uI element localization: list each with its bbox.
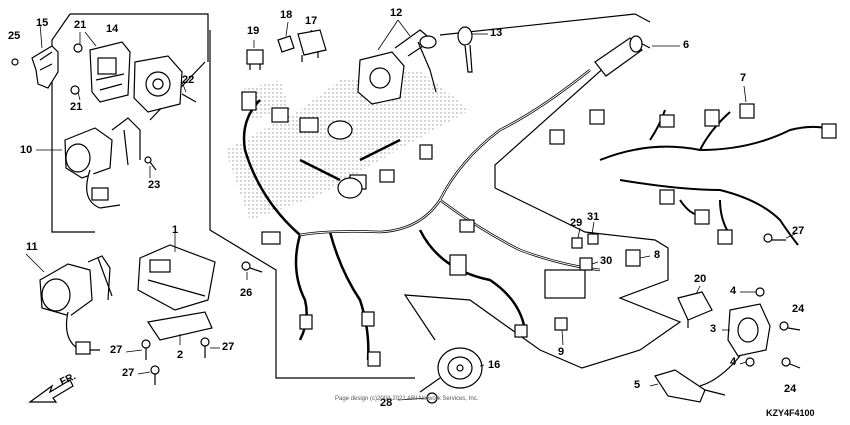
callout-17: 17 <box>305 15 318 27</box>
callout-20: 20 <box>694 273 707 285</box>
callout-9: 9 <box>558 346 565 358</box>
bracket-part-15 <box>11 45 59 89</box>
switch-module-part-14 <box>70 41 131 103</box>
connector-part-9 <box>554 317 568 331</box>
lock-body-part-22 <box>133 55 197 113</box>
leader-lines <box>25 19 796 401</box>
callout-6: 6 <box>683 39 690 51</box>
ignition-switch-part-10 <box>64 117 141 209</box>
relay-part-17 <box>297 29 327 62</box>
callout-12: 12 <box>390 7 403 19</box>
sub-harness-connectors <box>589 103 837 245</box>
callout-24b: 24 <box>784 383 797 395</box>
callout-30: 30 <box>600 255 613 267</box>
callout-19: 19 <box>247 25 260 37</box>
relay-part-19 <box>246 49 264 70</box>
callout-3: 3 <box>710 323 717 335</box>
callout-14: 14 <box>106 23 119 35</box>
callout-27c: 27 <box>122 367 135 379</box>
ignition-coil-part-3 <box>699 287 771 387</box>
callout-13: 13 <box>490 27 503 39</box>
callout-7: 7 <box>740 72 747 84</box>
bolt-part-24 <box>779 321 801 369</box>
relay-part-18 <box>277 35 295 53</box>
callout-24a: 24 <box>792 303 805 315</box>
bolt-part-26 <box>241 261 263 273</box>
callout-8: 8 <box>654 249 661 261</box>
callout-23: 23 <box>148 179 161 191</box>
spark-plug-cap-part-5 <box>654 369 726 403</box>
callout-31: 31 <box>587 211 600 223</box>
bolt-part-27 <box>141 337 210 385</box>
callout-5: 5 <box>634 379 641 391</box>
callout-4a: 4 <box>730 285 737 297</box>
bolt-parts-21-23-25 <box>144 156 157 171</box>
key-part-13 <box>457 26 473 73</box>
harness-connectors <box>241 91 586 367</box>
cover-part-6 <box>594 35 643 77</box>
callout-18: 18 <box>280 9 293 21</box>
callout-4b: 4 <box>730 356 737 368</box>
front-arrow-icon <box>28 379 74 403</box>
callout-1: 1 <box>172 224 179 236</box>
switch-assembly-part-11 <box>39 255 113 355</box>
callout-27a: 27 <box>110 344 123 356</box>
control-unit-part-1 <box>137 244 216 341</box>
sub-harness-part-7 <box>599 109 826 246</box>
callout-15: 15 <box>36 17 49 29</box>
callout-28: 28 <box>380 397 393 409</box>
copyright-text: Page design (c)2004-2021 ARI Network Ser… <box>335 396 479 402</box>
horn-part-16 <box>419 347 483 404</box>
callout-16: 16 <box>488 359 501 371</box>
key-set-part-12 <box>357 29 437 105</box>
callout-27d: 27 <box>792 225 805 237</box>
callout-27b: 27 <box>222 341 235 353</box>
relay-part-20 <box>677 291 713 328</box>
small-parts-29-30-31 <box>571 233 599 271</box>
callout-21b: 21 <box>70 101 83 113</box>
callout-21a: 21 <box>74 19 87 31</box>
bolt-part-27-right <box>763 233 786 243</box>
callout-11: 11 <box>26 241 38 253</box>
connector-part-8 <box>625 249 641 267</box>
callout-26: 26 <box>240 287 253 299</box>
callout-10: 10 <box>20 144 33 156</box>
callout-22: 22 <box>182 74 195 86</box>
callout-2: 2 <box>177 349 184 361</box>
diagram-code: KZY4F4100 <box>766 408 815 418</box>
callout-29: 29 <box>570 217 583 229</box>
callout-25: 25 <box>8 30 21 42</box>
main-wire-harness-inner <box>299 69 601 271</box>
